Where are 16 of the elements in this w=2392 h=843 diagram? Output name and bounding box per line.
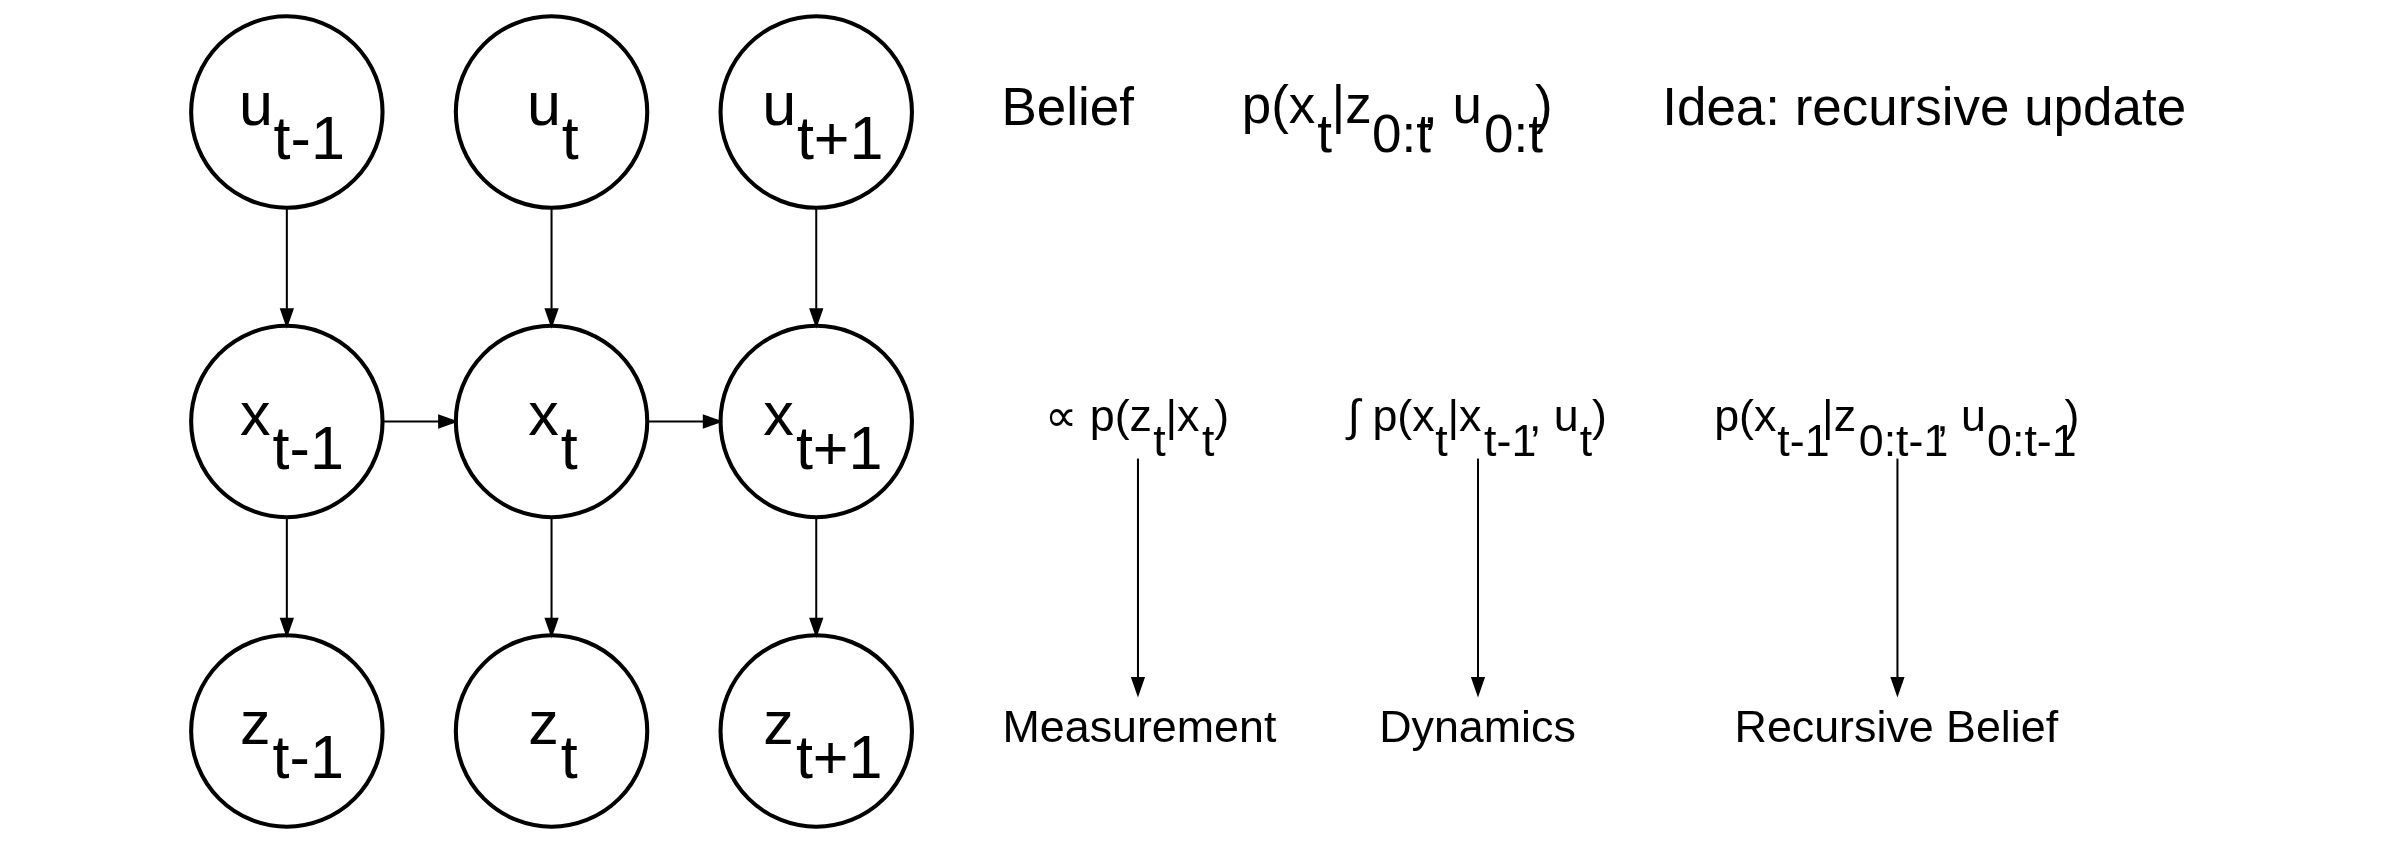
arrow (543, 208, 559, 329)
node-text: Recursive Belief (1734, 701, 2058, 752)
arrow (1130, 458, 1145, 698)
arrow (808, 517, 823, 639)
node-text: Dynamics (1378, 701, 1576, 752)
arrow (1889, 458, 1905, 698)
node-text: Measurement (1002, 701, 1276, 752)
arrow (279, 208, 294, 329)
arrow (279, 517, 294, 639)
label: Idea: recursive update (1661, 76, 2186, 136)
label: Belief (1001, 76, 1134, 136)
arrow (1470, 458, 1485, 698)
arrow (647, 414, 723, 429)
arrow (808, 208, 823, 329)
arrow (382, 414, 458, 429)
arrow (543, 517, 559, 639)
